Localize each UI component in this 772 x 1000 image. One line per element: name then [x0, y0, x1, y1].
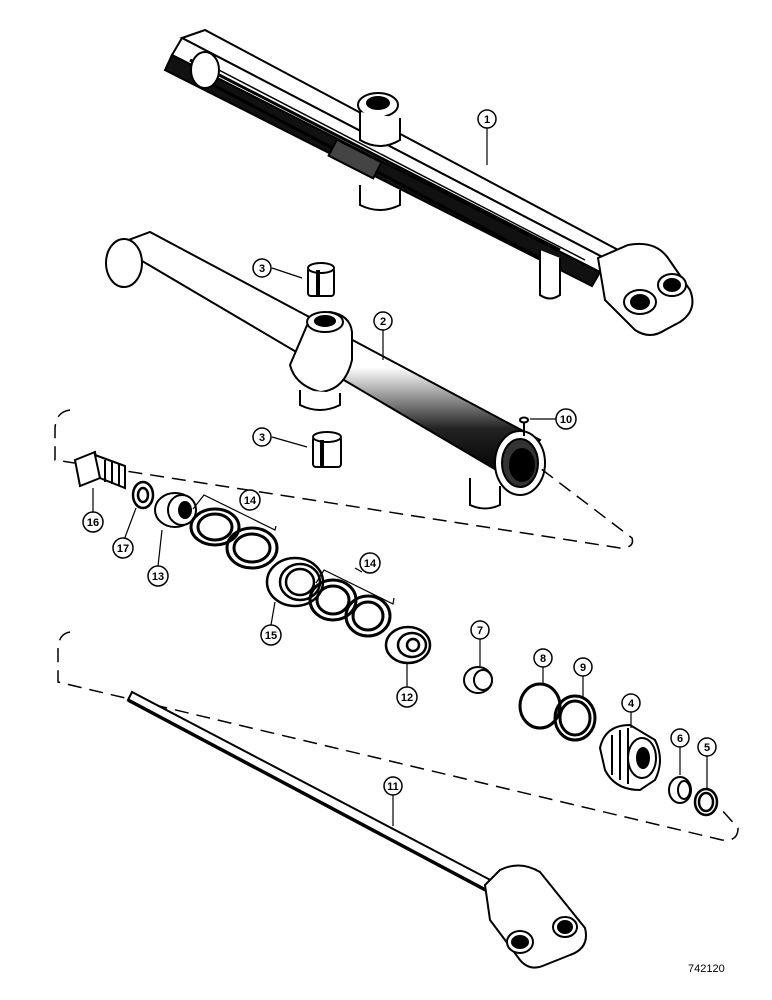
- svg-text:4: 4: [628, 698, 635, 710]
- o-ring: [518, 682, 562, 730]
- svg-text:5: 5: [704, 742, 710, 754]
- assembled-cylinder: [163, 28, 694, 336]
- callout-1: 1: [477, 109, 497, 129]
- cylinder-barrel: [105, 230, 546, 510]
- callout-16: 16: [82, 511, 104, 533]
- bolt: [73, 450, 126, 490]
- callout-15: 15: [260, 624, 282, 646]
- callout-17: 17: [112, 537, 134, 559]
- svg-text:9: 9: [580, 662, 586, 674]
- svg-text:11: 11: [387, 781, 399, 793]
- svg-text:8: 8: [540, 653, 546, 665]
- callout-4: 4: [621, 693, 641, 713]
- callout-2: 2: [373, 311, 393, 331]
- seal-ring-b: [225, 526, 279, 570]
- callout-6: 6: [670, 728, 690, 748]
- wear-ring: [463, 666, 493, 694]
- svg-text:12: 12: [401, 692, 413, 704]
- washer: [131, 480, 155, 510]
- seal-ring-d: [344, 594, 392, 638]
- callout-9: 9: [573, 657, 593, 677]
- upper-group-boundary: [54, 409, 634, 549]
- seal-ring-c: [308, 578, 358, 622]
- callout-14-left: 14: [239, 489, 261, 511]
- spacer: [384, 625, 432, 665]
- svg-text:1: 1: [484, 114, 490, 126]
- callout-3-lower: 3: [252, 427, 272, 447]
- svg-text:17: 17: [117, 543, 129, 555]
- figure-number: 742120: [688, 963, 725, 975]
- piston: [265, 556, 325, 608]
- svg-text:6: 6: [677, 733, 683, 745]
- bushing-lower: [312, 431, 342, 468]
- callout-7: 7: [470, 620, 490, 640]
- callout-13: 13: [147, 565, 169, 587]
- lower-group-boundary: [57, 631, 739, 841]
- callout-11: 11: [383, 776, 403, 796]
- svg-text:10: 10: [560, 414, 572, 426]
- rod-seal: [668, 776, 692, 804]
- callout-8: 8: [533, 648, 553, 668]
- svg-text:14: 14: [244, 495, 257, 507]
- callout-12: 12: [396, 686, 418, 708]
- svg-text:2: 2: [380, 316, 386, 328]
- callout-5: 5: [697, 737, 717, 757]
- callout-10: 10: [555, 408, 577, 430]
- head: [598, 723, 661, 792]
- svg-text:13: 13: [152, 571, 164, 583]
- leader-lines: [92, 128, 708, 826]
- svg-text:15: 15: [265, 630, 277, 642]
- callout-14-right: 14: [359, 552, 381, 574]
- svg-text:3: 3: [259, 432, 265, 444]
- piston-rod: [126, 690, 587, 969]
- wiper: [693, 787, 719, 817]
- svg-text:14: 14: [364, 558, 377, 570]
- svg-text:16: 16: [87, 517, 99, 529]
- screw: [519, 416, 529, 436]
- nut: [154, 492, 197, 528]
- svg-text:7: 7: [477, 625, 483, 637]
- callout-3-upper: 3: [252, 258, 272, 278]
- seal-ring-a: [189, 507, 241, 547]
- backup-ring: [553, 694, 597, 742]
- bushing-upper: [307, 262, 335, 297]
- svg-text:3: 3: [259, 263, 265, 275]
